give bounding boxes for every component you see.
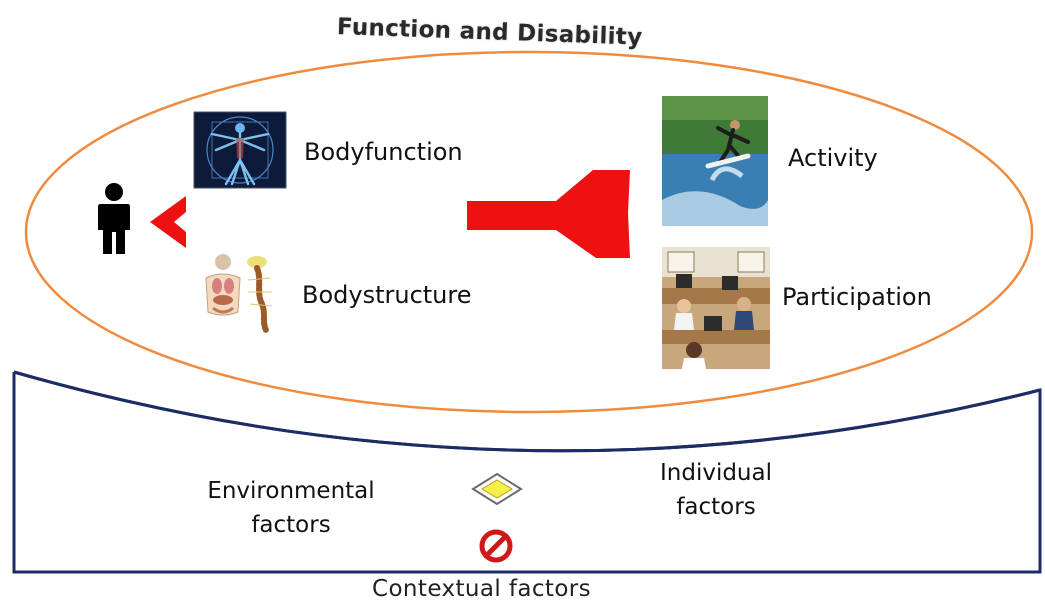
vitruvian-anatomy-image [193,111,287,189]
person-icon [98,183,130,254]
contextual-factors-label: Contextual factors [372,576,592,602]
individual-factors-line2: factors [676,494,756,520]
participation-label: Participation [782,283,932,311]
yellow-diamond-icon [471,472,523,506]
no-entry-icon [479,529,513,563]
big-red-forked-arrow [467,170,630,258]
wakeboarder-photo [662,96,768,226]
environmental-factors-line1: Environmental [207,478,375,504]
small-red-arrowhead [150,196,186,248]
environmental-factors-label: Environmental factors [186,474,396,542]
body-structure-label: Bodystructure [302,281,472,309]
contextual-curve [13,370,1041,453]
individual-factors-label: Individual factors [636,456,796,524]
individual-factors-line1: Individual [659,460,772,486]
body-function-label: Bodyfunction [304,138,463,166]
organs-anatomy-image [195,250,283,333]
office-workers-photo [662,247,770,369]
environmental-factors-line2: factors [251,512,331,538]
activity-label: Activity [788,144,878,172]
